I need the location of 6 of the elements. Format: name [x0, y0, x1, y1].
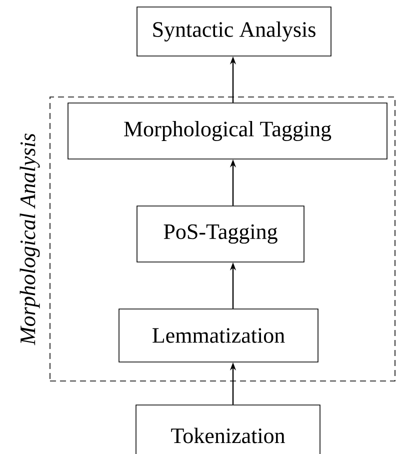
- process-box: Tokenization: [136, 404, 320, 454]
- process-box: Morphological Tagging: [68, 102, 388, 160]
- node-label: Morphological Analysis: [20, 134, 40, 346]
- process-box: PoS-Tagging: [136, 206, 304, 262]
- process-box: Syntactic Analysis: [136, 6, 332, 56]
- process-box: Lemmatization: [118, 308, 318, 362]
